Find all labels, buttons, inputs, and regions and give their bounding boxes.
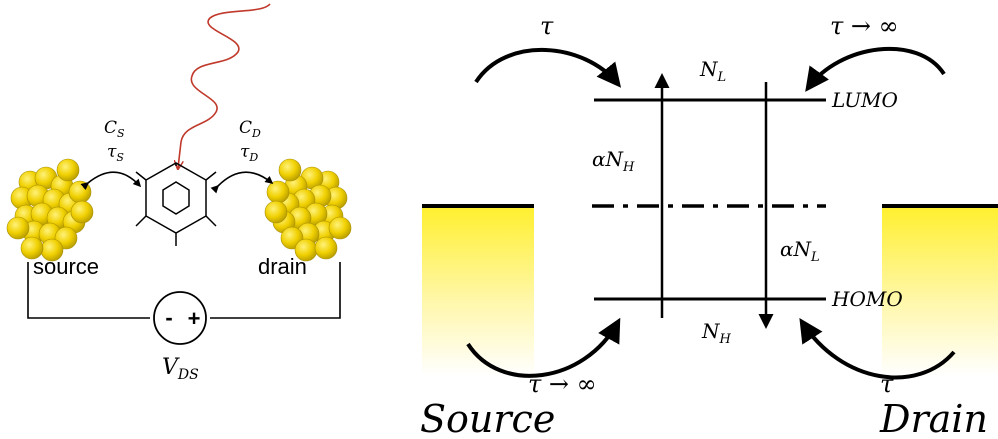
tau-top-right: τ → ∞ bbox=[830, 12, 899, 40]
alpha-nh-label: αNH bbox=[592, 147, 635, 175]
source-big-label: Source bbox=[420, 397, 555, 439]
drain-fermi-fill bbox=[882, 206, 998, 376]
circuit-wire bbox=[27, 262, 341, 319]
drain-coupling-arrow bbox=[210, 171, 274, 194]
vds-label: VDS bbox=[162, 355, 199, 383]
gold-atom bbox=[314, 236, 338, 260]
battery-minus: - bbox=[165, 305, 172, 330]
gold-atom bbox=[56, 158, 80, 182]
drain-label: drain bbox=[258, 254, 307, 279]
source-coupling-arrow bbox=[80, 171, 142, 191]
photon-wave bbox=[178, 3, 271, 168]
gold-atom bbox=[70, 200, 94, 224]
left-panel: - + VDS source drain CS bbox=[6, 3, 352, 383]
gold-atom bbox=[20, 236, 44, 260]
gold-atom bbox=[68, 180, 92, 204]
lumo-label: LUMO bbox=[831, 88, 898, 112]
battery-plus: + bbox=[188, 306, 201, 331]
gold-atom bbox=[6, 216, 30, 240]
tau-bottom-left: τ → ∞ bbox=[528, 370, 597, 398]
drain-to-lumo-arrow bbox=[805, 46, 946, 92]
tau-bottom-right: τ bbox=[880, 370, 894, 398]
tau-top-left: τ bbox=[540, 12, 554, 40]
gold-atom bbox=[266, 180, 290, 204]
cs-label: CS bbox=[104, 118, 125, 140]
alpha-nl-label: αNL bbox=[780, 237, 820, 265]
homo-label: HOMO bbox=[831, 287, 903, 311]
benzene-molecule-icon bbox=[135, 162, 217, 246]
drain-to-homo-arrow bbox=[799, 317, 956, 380]
source-fermi-fill bbox=[422, 206, 534, 376]
source-label: source bbox=[33, 254, 99, 279]
right-panel: τ τ → ∞ τ → ∞ τ NL αNH αNL NH LUMO HOMO … bbox=[420, 12, 998, 439]
taud-label: τD bbox=[240, 142, 258, 164]
source-to-lumo-arrow bbox=[474, 48, 622, 88]
voltage-source-icon: - + bbox=[153, 291, 207, 345]
gold-atom bbox=[328, 216, 352, 240]
taus-label: τS bbox=[107, 142, 124, 164]
gold-atom bbox=[264, 200, 288, 224]
drain-electrode-cluster bbox=[264, 158, 352, 262]
nl-top-label: NL bbox=[699, 57, 726, 85]
drain-big-label: Drain bbox=[879, 397, 988, 439]
cd-label: CD bbox=[239, 118, 261, 140]
homo-to-source-arrow bbox=[466, 317, 621, 378]
gold-atom bbox=[278, 158, 302, 182]
source-electrode-cluster bbox=[6, 158, 94, 262]
nh-bottom-label: NH bbox=[701, 319, 732, 347]
